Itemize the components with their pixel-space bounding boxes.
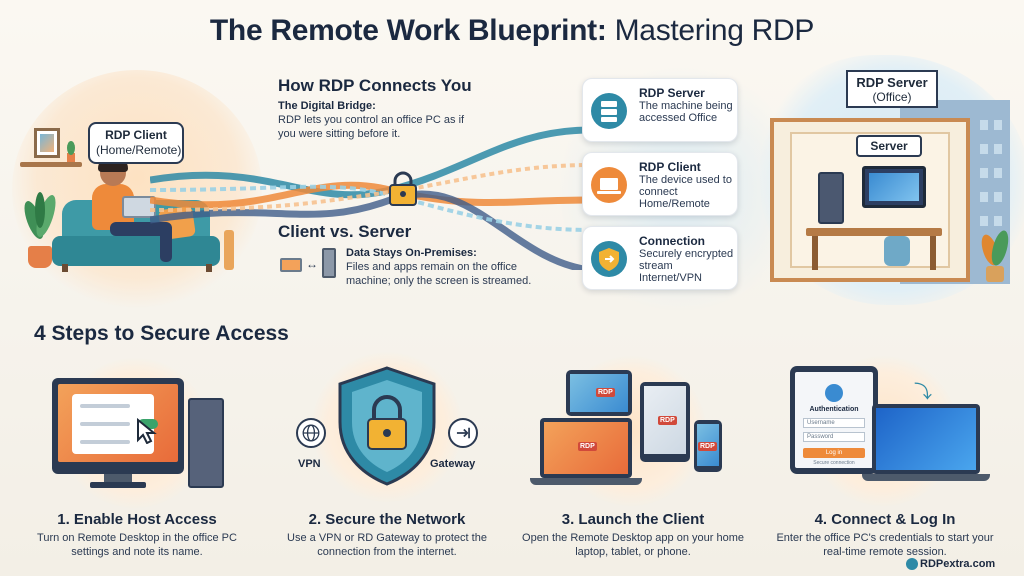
gateway-label: Gateway (430, 458, 476, 470)
arrow-icon: ⤵ (914, 382, 932, 402)
rdp-client-tag: RDP Client (Home/Remote) (88, 122, 184, 164)
shield-icon (591, 241, 627, 277)
on-premises-desc: Files and apps remain on the office mach… (346, 261, 532, 287)
phone-icon: RDP (694, 420, 722, 472)
brand-logo-icon (906, 558, 918, 570)
card-desc: Securely encrypted stream Internet/VPN (639, 248, 734, 284)
person-legs (110, 222, 172, 236)
auth-title: Authentication (809, 406, 859, 413)
server-tag: Server (856, 135, 922, 157)
vpn-label: VPN (298, 458, 321, 470)
avatar-icon (825, 384, 843, 402)
sign-title: RDP Server (856, 75, 928, 90)
rdp-server-sign: RDP Server (Office) (846, 70, 938, 108)
tablet-icon: RDP (640, 382, 690, 462)
rdp-badge: RDP (596, 388, 615, 397)
laptop-icon (872, 404, 980, 474)
card-desc: The device used to connect Home/Remote (639, 174, 732, 210)
secure-connection-text: Secure connection (813, 460, 855, 466)
server-tower-icon (818, 172, 844, 224)
title-bold: The Remote Work Blueprint: (209, 14, 607, 47)
person-shin (160, 226, 172, 262)
lamp-icon (224, 230, 234, 270)
desk-leg (930, 236, 936, 270)
monitor-icon (862, 166, 926, 208)
card-title: Connection (639, 234, 705, 248)
laptop-base (530, 478, 642, 485)
steps-heading: 4 Steps to Secure Access (34, 322, 289, 345)
bridge-title: The Digital Bridge: (278, 100, 376, 112)
client-tag-title: RDP Client (105, 128, 167, 142)
sofa-leg (62, 264, 68, 272)
step-1-title: 1. Enable Host Access (57, 511, 217, 528)
title-rest: Mastering RDP (606, 14, 815, 47)
client-vs-server-heading: Client vs. Server (278, 222, 412, 241)
rdp-badge: RDP (578, 442, 597, 451)
plant-pot (28, 246, 52, 268)
login-button[interactable]: Log in (803, 448, 865, 458)
connect-heading: How RDP Connects You (278, 76, 472, 95)
card-title: RDP Client (639, 160, 701, 174)
laptop-icon (591, 167, 627, 203)
remote-desktop-screen (876, 408, 976, 470)
step-4-desc: Enter the office PC's credentials to sta… (776, 532, 994, 558)
sign-sub: (Office) (872, 90, 912, 104)
client-tag-sub: (Home/Remote) (96, 143, 182, 157)
shield-icon (338, 366, 436, 486)
card-title: RDP Server (639, 86, 705, 100)
password-field[interactable]: Password (803, 432, 865, 442)
monitor-stand (104, 474, 132, 484)
step-2-desc: Use a VPN or RD Gateway to protect the c… (287, 532, 487, 558)
step-1-desc: Turn on Remote Desktop in the office PC … (37, 532, 237, 558)
username-field[interactable]: Username (803, 418, 865, 428)
card-rdp-client: RDP Client The device used to connect Ho… (582, 152, 738, 216)
step-3-title: 3. Launch the Client (561, 511, 705, 528)
desk (806, 228, 942, 236)
gateway-icon (448, 418, 478, 448)
shelf-plant-icon (67, 141, 75, 162)
laptop-icon: RDP (540, 418, 632, 478)
pc-tower-icon (188, 398, 224, 488)
step-2-title: 2. Secure the Network (308, 511, 466, 528)
picture-frame (34, 128, 60, 158)
rdp-badge: RDP (658, 416, 677, 425)
step-4-title: 4. Connect & Log In (814, 511, 956, 528)
login-tablet: Authentication Username Password Log in … (790, 366, 878, 474)
tablet-icon: RDP (566, 370, 632, 416)
desk-leg (812, 236, 818, 270)
floor-plant-icon (24, 192, 56, 239)
card-desc: The machine being accessed Office (639, 100, 733, 124)
cursor-icon (137, 418, 157, 444)
server-tower-icon (322, 248, 336, 278)
globe-icon (296, 418, 326, 448)
lock-icon (389, 171, 417, 206)
two-way-arrow-icon: ↔ (306, 257, 318, 271)
monitor-base (90, 482, 146, 488)
sofa-leg (206, 264, 212, 272)
monitor-icon (52, 378, 184, 474)
wall-shelf (20, 162, 82, 167)
toggle-icon (138, 419, 158, 429)
laptop-icon (280, 258, 302, 272)
step-3-desc: Open the Remote Desktop app on your home… (522, 532, 744, 558)
on-premises-title: Data Stays On-Premises: (346, 247, 477, 259)
sofa-seat (52, 236, 220, 266)
chair (884, 236, 910, 266)
card-rdp-server: RDP Server The machine being accessed Of… (582, 78, 738, 142)
server-icon (591, 93, 627, 129)
page-title: The Remote Work Blueprint: Mastering RDP (0, 14, 1024, 48)
rdp-badge: RDP (698, 442, 717, 451)
laptop-icon (122, 196, 156, 218)
card-connection: Connection Securely encrypted stream Int… (582, 226, 738, 290)
brand-name[interactable]: RDPextra.com (920, 558, 996, 570)
plant-icon (981, 230, 1009, 282)
laptop-base (862, 474, 990, 481)
bridge-desc: RDP lets you control an office PC as if … (278, 114, 465, 140)
